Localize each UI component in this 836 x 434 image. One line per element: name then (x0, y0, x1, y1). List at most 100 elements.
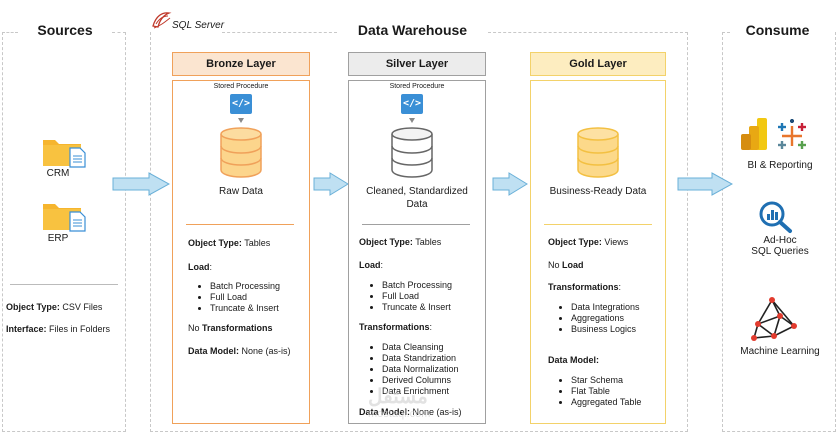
list-item: Data Standrization (382, 353, 482, 364)
bronze-object-type: Object Type: Tables (188, 238, 308, 248)
list-item: Truncate & Insert (382, 302, 482, 313)
silver-code-icon: </> (401, 94, 423, 114)
object-type-label: Object Type: (359, 237, 413, 247)
gold-transformations-heading: Transformations: (548, 282, 622, 292)
list-item: Data Integrations (571, 302, 665, 313)
object-type-label: Object Type: (6, 302, 60, 312)
flow-arrow-silver-gold (492, 172, 528, 196)
list-item: Batch Processing (382, 280, 482, 291)
warehouse-top-border-right (488, 32, 688, 33)
sources-interface: Interface: Files in Folders (6, 324, 124, 334)
transformations-label: Transformations (202, 323, 273, 333)
silver-layer-header: Silver Layer (348, 52, 486, 76)
bronze-data-model: Data Model: None (as-is) (188, 346, 308, 356)
gold-object-type: Object Type: Views (548, 237, 664, 247)
list-item: Full Load (210, 292, 308, 303)
list-item: Batch Processing (210, 281, 308, 292)
crm-folder-icon (43, 140, 86, 168)
consume-ml-label: Machine Learning (740, 346, 820, 357)
silver-divider (362, 224, 470, 225)
load-label: Load (562, 260, 584, 270)
list-item: Aggregated Table (571, 397, 665, 408)
sources-top-border-left (2, 32, 18, 33)
load-label: Load (188, 262, 210, 272)
silver-database-icon (391, 127, 433, 178)
bronze-divider (186, 224, 294, 225)
gold-layer-header: Gold Layer (530, 52, 666, 76)
list-item: Aggregations (571, 313, 665, 324)
sql-server-label: SQL Server (172, 20, 225, 31)
consume-top-border-left (722, 32, 730, 33)
transformations-label: Transformations (548, 282, 619, 292)
bronze-load-list: Batch Processing Full Load Truncate & In… (198, 281, 308, 314)
warehouse-container (150, 32, 688, 432)
flow-arrow-gold-consume (677, 172, 733, 196)
list-item: Derived Columns (382, 375, 482, 386)
silver-load-heading: Load: (359, 260, 384, 270)
silver-layer-box (348, 80, 486, 424)
gold-load: No Load (548, 260, 664, 270)
list-item: Star Schema (571, 375, 665, 386)
gold-transformations-list: Data Integrations Aggregations Business … (559, 302, 665, 335)
gold-data-label: Business-Ready Data (549, 186, 647, 197)
silver-object-type: Object Type: Tables (359, 237, 483, 247)
silver-load-list: Batch Processing Full Load Truncate & In… (370, 280, 482, 313)
interface-label: Interface: (6, 324, 47, 334)
load-prefix: No (548, 260, 560, 270)
machine-learning-icon (751, 297, 797, 341)
source-erp-label: ERP (47, 233, 69, 244)
sql-query-icon (759, 201, 792, 233)
consume-adhoc-label-line2: SQL Queries (751, 246, 809, 257)
bronze-code-icon: </> (230, 94, 252, 114)
warehouse-title: Data Warehouse (357, 22, 468, 38)
bronze-data-label: Raw Data (219, 186, 263, 197)
data-model-label: Data Model: (188, 346, 240, 356)
erp-folder-icon (43, 204, 86, 232)
bronze-stored-procedure-label: Stored Procedure (213, 83, 269, 90)
tableau-icon (778, 119, 806, 149)
gold-data-model-heading: Data Model: (548, 355, 600, 365)
consume-adhoc-label-line1: Ad-Hoc (763, 235, 797, 246)
data-model-value: None (as-is) (412, 407, 462, 417)
silver-transformations-list: Data Cleansing Data Standrization Data N… (370, 342, 482, 397)
bronze-code-arrow-icon (238, 118, 244, 123)
list-item: Flat Table (571, 386, 665, 397)
consume-title: Consume (745, 22, 810, 38)
sources-divider (10, 284, 118, 285)
list-item: Business Logics (571, 324, 665, 335)
silver-data-model: Data Model: None (as-is) (359, 407, 483, 417)
watermark-line1: مستقل (368, 386, 428, 408)
silver-data-label-line1: Cleaned, Standardized (366, 186, 468, 197)
sources-top-border-right (112, 32, 126, 33)
flow-arrow-bronze-silver (313, 172, 349, 196)
list-item: Data Enrichment (382, 386, 482, 397)
bronze-layer-header: Bronze Layer (172, 52, 310, 76)
sources-object-type: Object Type: CSV Files (6, 302, 124, 312)
data-model-label: Data Model: (359, 407, 411, 417)
transformations-prefix: No (188, 323, 200, 333)
list-item: Data Cleansing (382, 342, 482, 353)
data-model-value: None (as-is) (241, 346, 291, 356)
bronze-database-icon (220, 127, 262, 178)
power-bi-icon (741, 118, 767, 150)
gold-data-model-list: Star Schema Flat Table Aggregated Table (559, 375, 665, 408)
list-item: Full Load (382, 291, 482, 302)
object-type-label: Object Type: (188, 238, 242, 248)
list-item: Truncate & Insert (210, 303, 308, 314)
object-type-label: Object Type: (548, 237, 602, 247)
object-type-value: Tables (415, 237, 442, 247)
warehouse-top-border-left (222, 32, 337, 33)
bronze-load-heading: Load: (188, 262, 213, 272)
load-label: Load (359, 260, 381, 270)
silver-transformations-heading: Transformations: (359, 322, 433, 332)
bronze-transformations: No Transformations (188, 323, 308, 333)
flow-arrow-sources-bronze (112, 172, 170, 196)
interface-value: Files in Folders (49, 324, 111, 334)
sources-title: Sources (37, 22, 93, 38)
object-type-value: Views (604, 237, 629, 247)
transformations-label: Transformations (359, 322, 430, 332)
sources-container (2, 32, 126, 432)
source-crm-label: CRM (46, 168, 70, 179)
object-type-value: CSV Files (62, 302, 103, 312)
sql-server-icon (152, 12, 172, 29)
